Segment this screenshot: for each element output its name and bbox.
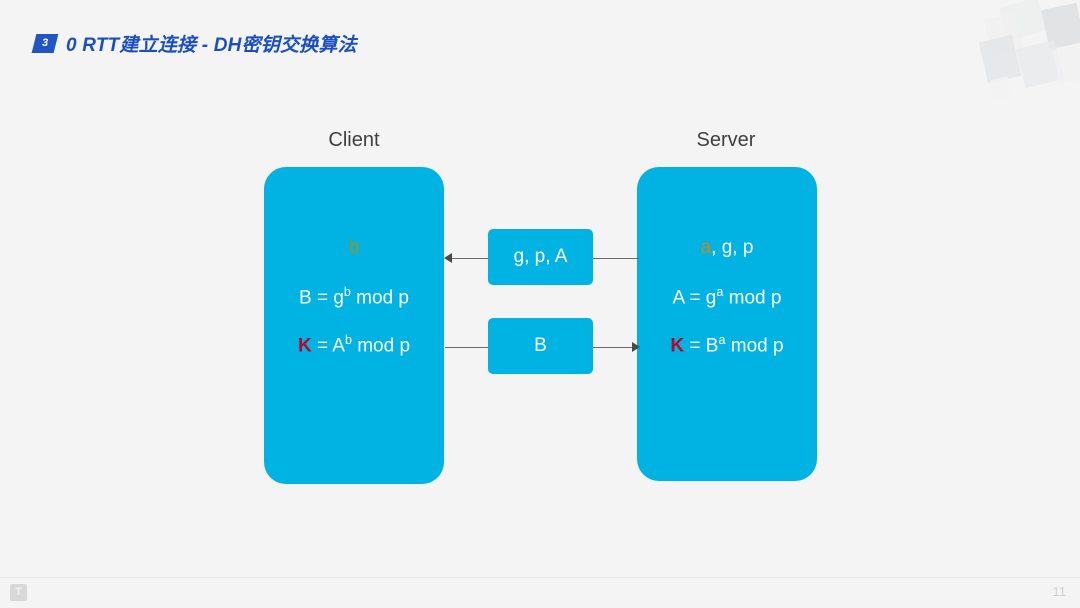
server-label: Server: [696, 129, 756, 151]
client-box: [264, 167, 444, 484]
message-1-connector-right: [591, 258, 639, 259]
page-title: 0 RTT建立连接 - DH密钥交换算法: [66, 35, 357, 56]
footer-divider: [0, 577, 1080, 578]
message-2-connector-right: [591, 347, 635, 348]
client-label: Client: [328, 129, 380, 151]
arrow-to-server-icon: [632, 342, 640, 352]
client-shared-key-formula: K = Ab mod p: [297, 333, 411, 357]
message-2-connector-left: [445, 347, 490, 348]
arrow-to-client-icon: [444, 253, 452, 263]
server-shared-key-formula: K = Ba mod p: [670, 333, 784, 357]
client-secret-var: b: [348, 237, 360, 258]
client-secret-line: b: [264, 237, 444, 259]
message-1-connector-left: [450, 258, 490, 259]
slide-header: 3 0 RTT建立连接 - DH密钥交换算法: [31, 30, 357, 57]
page-number: 11: [1052, 584, 1067, 599]
message-box-gpa: g, p, A: [488, 229, 593, 285]
section-number-text: 3: [41, 37, 49, 49]
server-box: [637, 167, 817, 481]
section-number-badge: 3: [31, 34, 59, 53]
client-public-formula: B = gb mod p: [299, 285, 409, 309]
server-public-formula: A = ga mod p: [672, 285, 782, 309]
decorative-square: [989, 76, 1013, 102]
server-params-line: a, g, p: [700, 237, 754, 258]
footer-logo-icon: T: [10, 584, 27, 601]
server-secret-var: a: [700, 237, 712, 258]
message-box-b: B: [488, 318, 593, 374]
